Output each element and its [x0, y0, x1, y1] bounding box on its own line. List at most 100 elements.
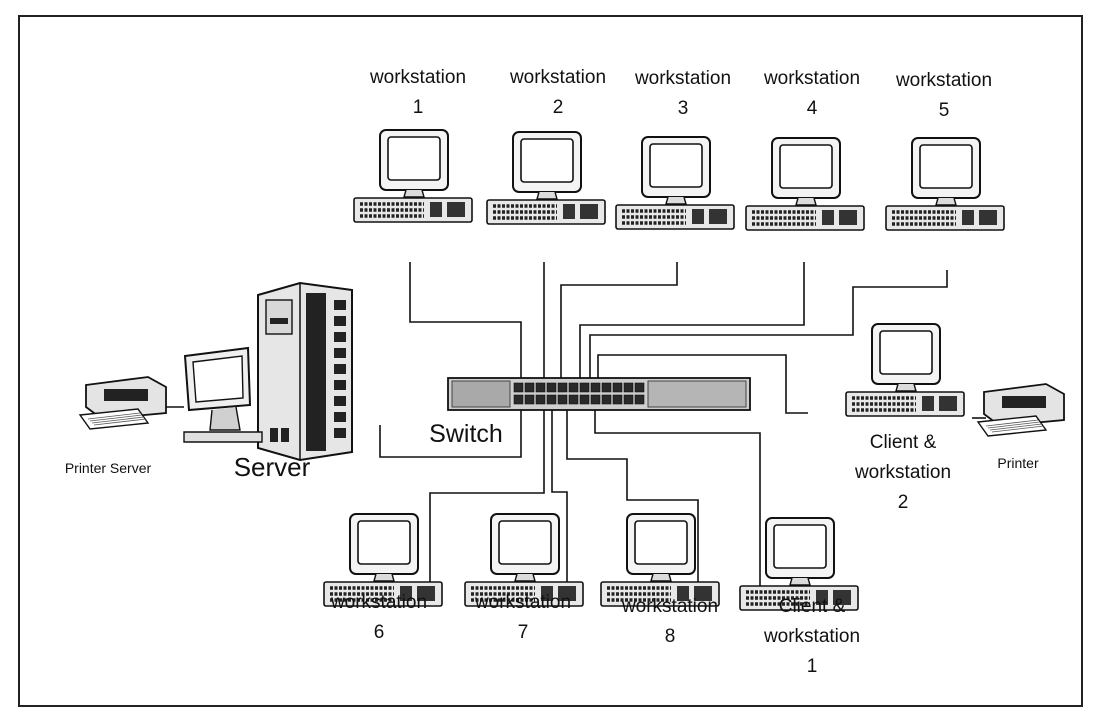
workstation-label-cw2: workstation	[854, 462, 951, 483]
workstation-label-ws5: workstation	[895, 70, 992, 91]
server-label: Server	[234, 452, 311, 482]
switch-icon	[447, 377, 751, 411]
monitor-stand-icon	[373, 573, 395, 582]
keyboard-keys	[558, 586, 576, 601]
workstation-icon-cw1	[739, 517, 859, 611]
keyboard-keys	[839, 210, 857, 225]
server-bay	[265, 299, 293, 335]
workstation-label-ws6: workstation	[330, 592, 427, 613]
keyboard-keys	[541, 586, 553, 601]
screen-icon	[634, 520, 688, 565]
switch-port	[513, 382, 524, 393]
server-slot	[334, 300, 346, 310]
switch-port	[634, 394, 645, 405]
server-slot	[334, 412, 346, 422]
switch-port	[513, 394, 524, 405]
workstation-icon-ws2	[486, 131, 606, 225]
keyboard-keys	[447, 202, 465, 217]
keyboard-keys	[833, 590, 851, 605]
switch-port	[634, 382, 645, 393]
monitor-stand-icon	[536, 191, 558, 200]
monitor-stand-icon	[789, 577, 811, 586]
keyboard-keys	[692, 209, 704, 224]
monitor-stand-icon	[403, 189, 425, 198]
diagram-border	[18, 15, 1083, 707]
switch-port	[535, 394, 546, 405]
workstation-label-cw2: 2	[898, 492, 909, 513]
server-panel	[306, 293, 326, 451]
workstation-label-ws7: workstation	[474, 592, 571, 613]
printer-server-icon	[78, 376, 167, 430]
workstation-label-ws3: workstation	[634, 68, 731, 89]
switch-port	[557, 382, 568, 393]
workstation-label-cw1: Client &	[779, 596, 846, 617]
switch-port	[612, 382, 623, 393]
switch-port	[546, 394, 557, 405]
switch-port	[579, 394, 590, 405]
cable-ws5	[589, 270, 948, 395]
printer-slot	[1002, 396, 1046, 408]
keyboard-keys	[939, 396, 957, 411]
workstation-label-cw1: 1	[807, 656, 818, 677]
screen-icon	[498, 520, 552, 565]
switch-port	[623, 382, 634, 393]
monitor-stand-icon	[935, 197, 957, 206]
switch-port	[524, 394, 535, 405]
screen-icon	[879, 330, 933, 375]
switch-panel	[647, 380, 747, 408]
switch-port	[601, 394, 612, 405]
screen-icon	[387, 136, 441, 181]
cable-ws1	[409, 262, 522, 395]
switch-label: Switch	[429, 420, 503, 448]
printer-paper	[91, 416, 145, 424]
printer-icon	[976, 383, 1065, 437]
server-slot	[334, 332, 346, 342]
printer-paper	[989, 423, 1043, 431]
printer-label: Printer	[997, 455, 1039, 471]
switch-port	[579, 382, 590, 393]
monitor-stand-icon	[795, 197, 817, 206]
switch-port	[612, 394, 623, 405]
workstation-label-cw1: workstation	[763, 626, 860, 647]
server-monitor-icon	[183, 346, 263, 443]
server-button	[270, 428, 278, 442]
server-button	[281, 428, 289, 442]
printer-paper	[89, 414, 143, 422]
workstation-label-ws4: 4	[807, 98, 818, 119]
keyboard-keys	[962, 210, 974, 225]
switch-port	[535, 382, 546, 393]
server-slot	[334, 396, 346, 406]
printer-paper	[985, 419, 1039, 427]
keyboard-keys	[922, 396, 934, 411]
switch-port	[623, 394, 634, 405]
workstation-label-ws2: 2	[553, 97, 564, 118]
workstation-label-ws7: 7	[518, 622, 529, 643]
cable-server	[379, 410, 522, 458]
cable-layer	[166, 262, 986, 595]
screen-icon	[773, 524, 827, 569]
switch-port	[568, 394, 579, 405]
printer-paper	[93, 418, 147, 426]
keyboard-keys	[430, 202, 442, 217]
printer-paper	[991, 425, 1045, 433]
switch-port	[601, 382, 612, 393]
workstation-label-ws2: workstation	[509, 67, 606, 88]
label-layer: workstation1workstation2workstation3work…	[65, 67, 1039, 677]
screen-icon	[919, 144, 973, 189]
printer-server-label: Printer Server	[65, 460, 152, 476]
cable-ws3	[560, 262, 678, 395]
keyboard-keys	[580, 204, 598, 219]
workstation-icon-ws6	[323, 513, 443, 607]
monitor-stand-icon	[665, 196, 687, 205]
screen-icon	[357, 520, 411, 565]
workstation-icon-ws4	[745, 137, 865, 231]
cable-ws8	[566, 410, 699, 595]
workstation-label-ws4: workstation	[763, 68, 860, 89]
workstation-label-ws1: 1	[413, 97, 424, 118]
keyboard-keys	[400, 586, 412, 601]
workstation-label-cw2: Client &	[870, 432, 937, 453]
workstation-icon-ws1	[353, 129, 473, 223]
device-layer	[78, 129, 1065, 611]
workstation-label-ws8: 8	[665, 626, 676, 647]
keyboard-keys	[816, 590, 828, 605]
